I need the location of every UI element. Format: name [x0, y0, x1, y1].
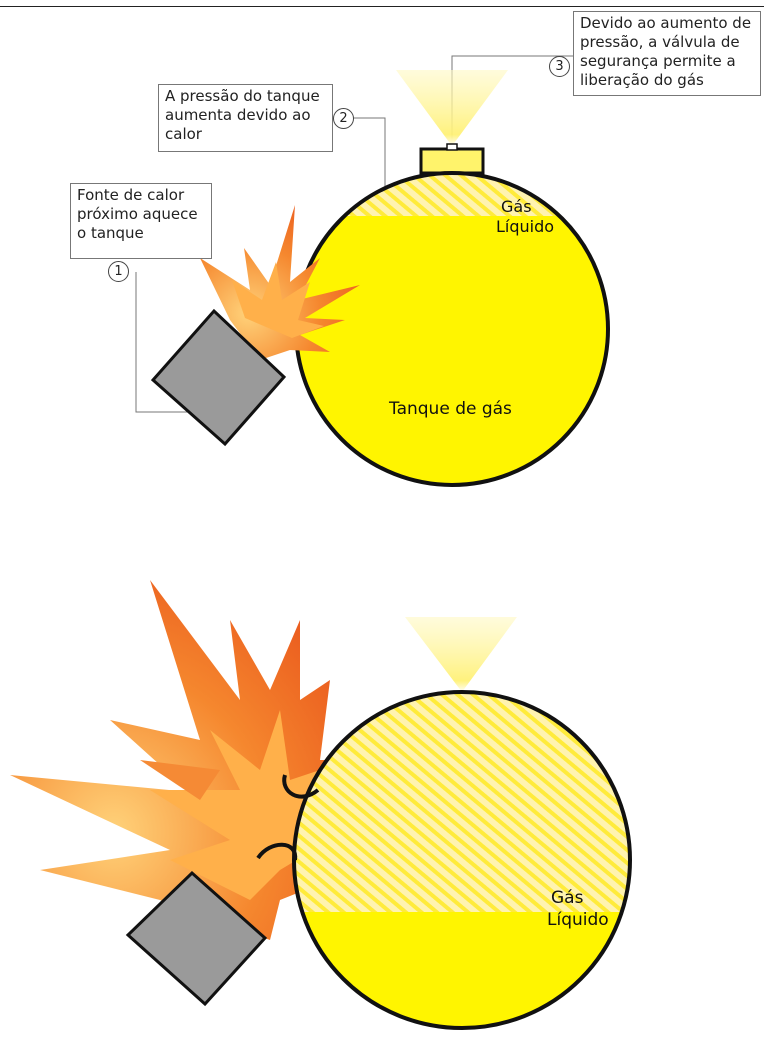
callout-heat-source: Fonte de calor próximo aquece o tanque: [70, 183, 212, 259]
liquid-label-top: Líquido: [496, 217, 554, 236]
gas-tank-bottom: [290, 690, 640, 1028]
leader-line-2: [352, 118, 385, 196]
step-number-2: 2: [333, 108, 354, 129]
bottom-scene: [10, 580, 640, 1028]
valve-nozzle-top: [447, 144, 457, 150]
gas-tank-top: [290, 170, 620, 485]
step-number-3: 3: [549, 56, 570, 77]
safety-valve-top: [421, 149, 483, 173]
gas-label-bottom: Gás: [551, 888, 583, 908]
callout-safety-valve: Devido ao aumento de pressão, a válvula …: [573, 11, 761, 96]
vapor-cone-top: [396, 70, 508, 146]
tank-label: Tanque de gás: [389, 399, 512, 419]
liquid-label-bottom: Líquido: [547, 910, 609, 930]
gas-label-top: Gás: [501, 197, 532, 216]
vapor-cone-bottom: [405, 617, 517, 692]
step-number-1: 1: [108, 261, 129, 282]
callout-pressure-rise: A pressão do tanque aumenta devido ao ca…: [158, 84, 333, 152]
